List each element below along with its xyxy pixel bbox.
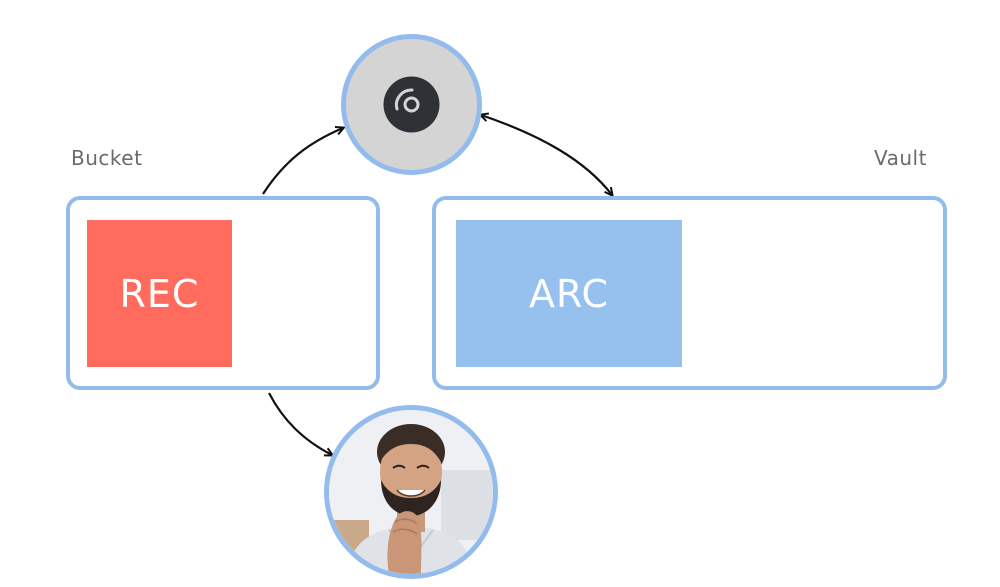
- arrow-bucket-to-hub: [262, 128, 343, 195]
- vault-label: Vault: [874, 146, 927, 170]
- arrow-hub-vault: [481, 115, 612, 195]
- disc-icon: [383, 76, 440, 133]
- rec-tile: REC: [87, 220, 232, 367]
- person-photo: [329, 410, 493, 574]
- bucket-label: Bucket: [71, 146, 143, 170]
- arc-tile: ARC: [456, 220, 682, 367]
- arrow-bucket-to-person: [268, 392, 332, 455]
- hub-node: [341, 34, 482, 175]
- arc-tile-label: ARC: [528, 271, 610, 316]
- person-avatar: [324, 405, 498, 579]
- rec-tile-label: REC: [119, 271, 200, 316]
